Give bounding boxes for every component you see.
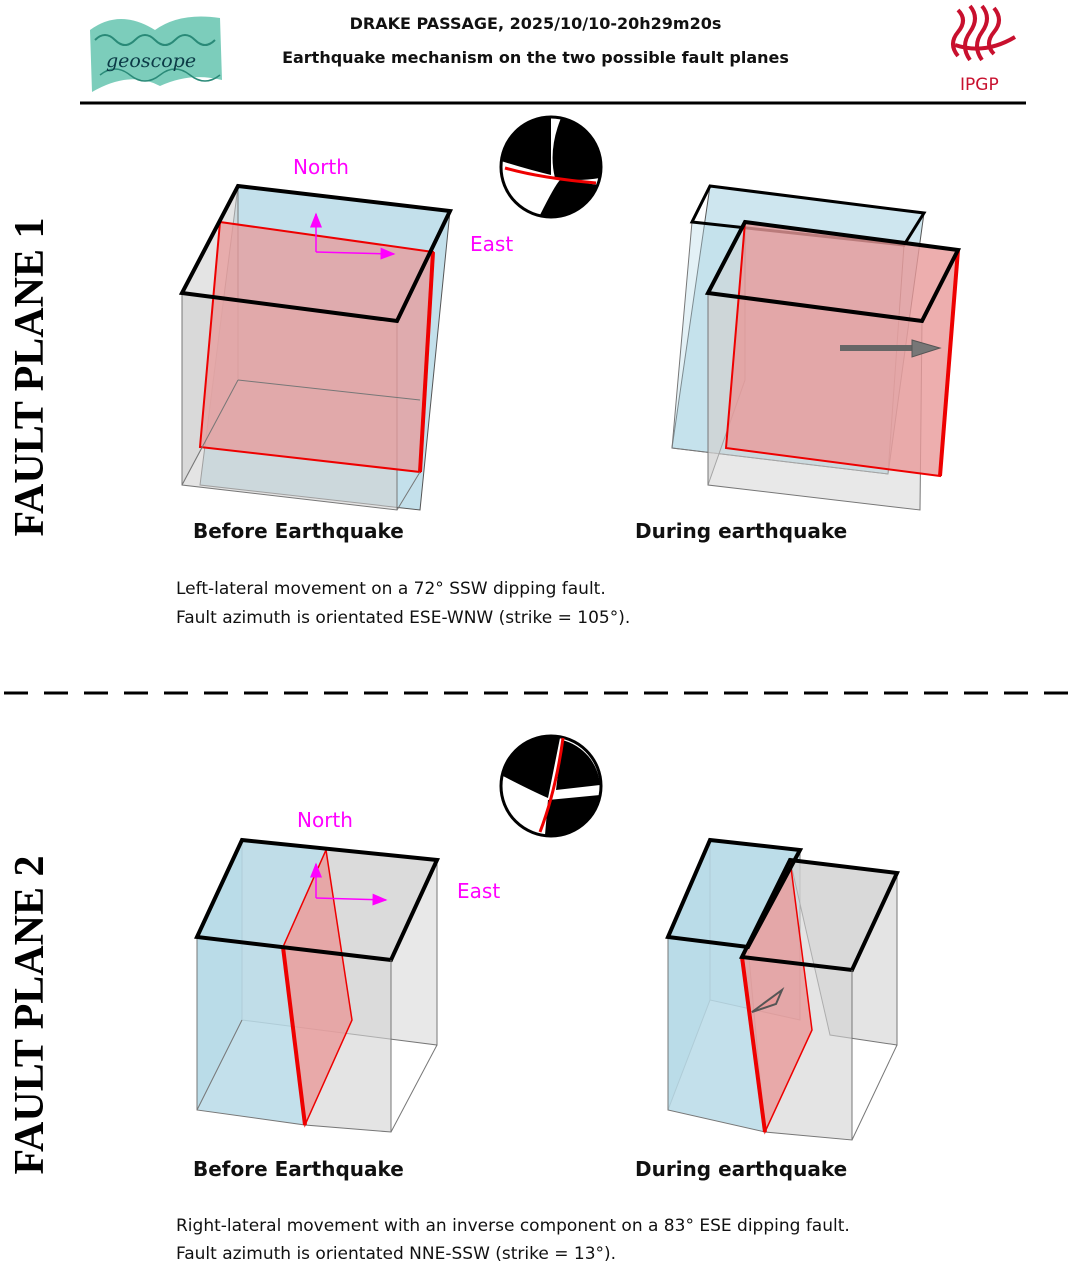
description-1-line2: Fault azimuth is orientated ESE-WNW (str… [176, 608, 631, 628]
during-block-2 [665, 837, 900, 1141]
geoscope-logo-text: geoscope [106, 50, 197, 72]
beachball-2 [499, 734, 603, 838]
during-caption-2: During earthquake [635, 1157, 848, 1181]
east-arrow-1 [315, 247, 396, 260]
header-graphics [80, 4, 1026, 105]
slip-arrow-2 [751, 987, 785, 1013]
header: geoscope DRAKE PASSAGE, 2025/10/10-20h29… [0, 0, 1071, 110]
east-arrow-2 [315, 893, 388, 906]
east-label-2: East [457, 879, 501, 903]
page-subtitle: Earthquake mechanism on the two possible… [282, 48, 789, 67]
description-2-line1: Right-lateral movement with an inverse c… [176, 1216, 850, 1236]
description-2-line2: Fault azimuth is orientated NNE-SSW (str… [176, 1244, 617, 1264]
description-1-line1: Left-lateral movement on a 72° SSW dippi… [176, 579, 606, 599]
east-label-1: East [470, 232, 514, 256]
during-caption-1: During earthquake [635, 519, 848, 543]
north-label-2: North [297, 808, 353, 832]
fault-plane-2-label: FAULT PLANE 2 [7, 855, 53, 1175]
fault-plane-1-label: FAULT PLANE 1 [7, 217, 53, 537]
page-title: DRAKE PASSAGE, 2025/10/10-20h29m20s [349, 14, 722, 33]
beachball-1 [499, 115, 603, 219]
before-caption-2: Before Earthquake [193, 1157, 404, 1181]
geoscope-logo [90, 16, 222, 92]
north-label-1: North [293, 155, 349, 179]
ipgp-logo-text: IPGP [960, 75, 999, 95]
before-block-2 [194, 837, 440, 1133]
during-block-1 [671, 184, 962, 511]
before-block-1 [178, 183, 454, 511]
before-caption-1: Before Earthquake [193, 519, 404, 543]
ipgp-logo [951, 4, 1017, 62]
